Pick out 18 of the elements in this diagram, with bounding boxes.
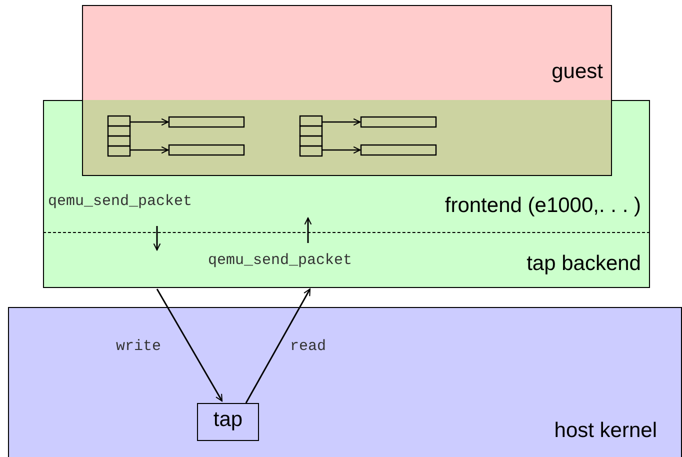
arrow bbox=[156, 288, 223, 402]
node-label: frontend (e1000,. . . ) bbox=[444, 194, 641, 218]
edge-label: read bbox=[290, 338, 326, 355]
edge-label: qemu_send_packet bbox=[48, 193, 192, 210]
arrow bbox=[245, 288, 311, 404]
edge-label: qemu_send_packet bbox=[208, 252, 352, 269]
arrow bbox=[304, 217, 312, 243]
backend-region bbox=[43, 232, 650, 288]
edge-label: write bbox=[116, 338, 162, 355]
node-label: tap bbox=[212, 408, 244, 432]
node-label: guest bbox=[552, 60, 603, 84]
arrow bbox=[153, 226, 161, 251]
guest-box bbox=[82, 5, 612, 100]
node-label: host kernel bbox=[554, 419, 657, 443]
tap-box bbox=[197, 403, 259, 441]
frontend-region bbox=[43, 100, 650, 232]
host-kernel-box bbox=[8, 307, 682, 457]
node-label: tap backend bbox=[526, 252, 641, 276]
